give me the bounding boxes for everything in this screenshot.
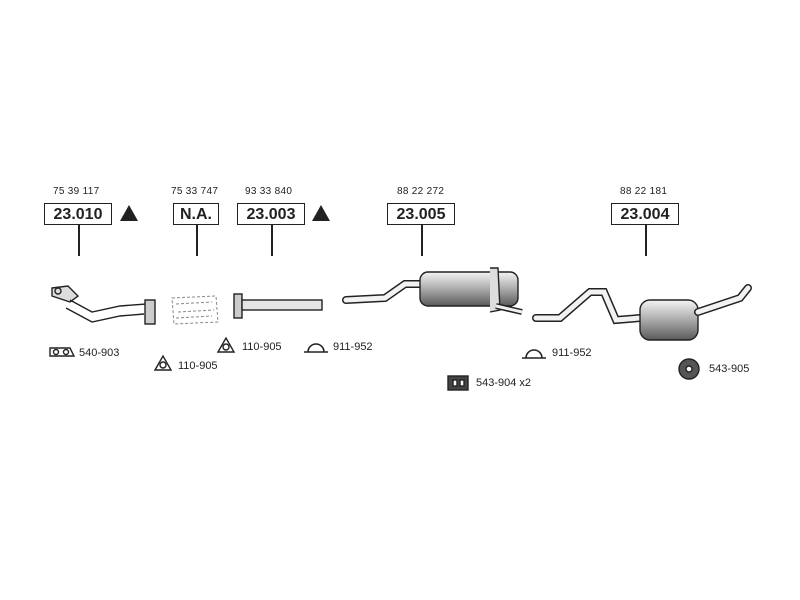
rear-muffler[interactable] (532, 284, 752, 341)
part-code-box[interactable]: 23.003 (237, 203, 305, 225)
accessory-label: 911-952 (333, 341, 373, 353)
part-number: 93 33 840 (245, 186, 293, 197)
accessory-label: 543-905 (709, 363, 750, 375)
warning-triangle-icon (312, 205, 330, 221)
leader-line (196, 225, 198, 256)
leader-line (421, 225, 423, 256)
part-code-box[interactable]: 23.004 (611, 203, 679, 225)
clamp-icon[interactable] (522, 349, 546, 359)
flex-pipe-section[interactable] (171, 295, 219, 325)
accessory-label: 110-905 (178, 360, 218, 372)
accessory-label: 110-905 (242, 341, 282, 353)
front-pipe[interactable] (51, 285, 156, 325)
gasket-icon[interactable] (153, 354, 173, 371)
leader-line (78, 225, 80, 256)
part-number: 88 22 272 (397, 186, 445, 197)
intermediate-pipe[interactable] (233, 293, 323, 319)
leader-line (645, 225, 647, 256)
leader-line (271, 225, 273, 256)
part-number: 75 33 747 (171, 186, 219, 197)
accessory-label: 911-952 (552, 347, 592, 359)
accessory-label: 543-904 x2 (476, 377, 532, 389)
gasket-icon[interactable] (49, 347, 76, 357)
rubber-ring-icon[interactable] (678, 358, 700, 380)
gasket-icon[interactable] (216, 336, 236, 353)
warning-triangle-icon (120, 205, 138, 221)
part-code-box[interactable]: N.A. (173, 203, 219, 225)
rubber-mount-icon[interactable] (447, 375, 469, 391)
part-code-box[interactable]: 23.010 (44, 203, 112, 225)
part-number: 88 22 181 (620, 186, 668, 197)
part-code-box[interactable]: 23.005 (387, 203, 455, 225)
part-number: 75 39 117 (53, 186, 100, 197)
center-muffler[interactable] (342, 267, 523, 315)
accessory-label: 540-903 (79, 347, 120, 359)
clamp-icon[interactable] (304, 343, 328, 353)
